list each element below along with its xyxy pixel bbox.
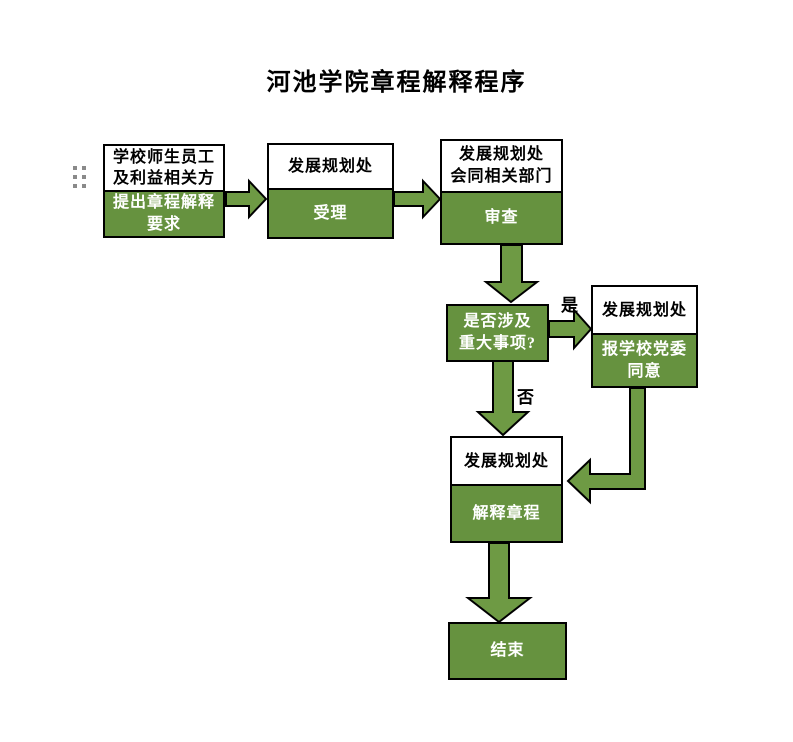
body-line: 要求 <box>146 216 181 233</box>
arrow-party-to-interpret-elbow <box>566 387 646 505</box>
node-party-approval-header: 发展规划处 <box>593 287 696 335</box>
header-line: 发展规划处 <box>287 158 373 175</box>
header-line: 发展规划处 <box>601 301 687 319</box>
body-line: 提出章程解释 <box>112 194 215 211</box>
node-interpret: 发展规划处 解释章程 <box>450 436 563 543</box>
header-line: 及利益相关方 <box>112 170 215 187</box>
body-line: 受理 <box>313 204 348 222</box>
node-end-body: 结束 <box>450 624 565 678</box>
body-line: 同意 <box>627 362 662 380</box>
body-line: 是否涉及 <box>463 313 532 330</box>
node-end: 结束 <box>448 622 567 680</box>
body-line: 重大事项? <box>458 335 536 352</box>
body-line: 结束 <box>490 642 525 659</box>
node-accept-body: 受理 <box>269 190 392 237</box>
node-review-header: 发展规划处 会同相关部门 <box>442 141 561 193</box>
arrow-decision-yes-to-party <box>548 307 593 351</box>
node-party-approval: 发展规划处 报学校党委 同意 <box>591 285 698 388</box>
node-accept: 发展规划处 受理 <box>267 143 394 239</box>
body-line: 审查 <box>484 209 519 226</box>
node-decision-body: 是否涉及 重大事项? <box>448 306 547 360</box>
arrow-accept-to-review <box>393 178 442 220</box>
node-interpret-header: 发展规划处 <box>452 438 561 486</box>
arrow-interpret-to-end <box>465 542 533 624</box>
arrow-review-to-decision <box>483 244 540 304</box>
node-decision: 是否涉及 重大事项? <box>446 304 549 362</box>
body-line: 报学校党委 <box>601 340 687 358</box>
arrow-decision-no-to-interpret <box>475 360 531 437</box>
body-line: 解释章程 <box>472 504 541 522</box>
arrow-stakeholder-to-accept <box>225 178 268 220</box>
header-line: 发展规划处 <box>463 452 549 470</box>
edge-label-no: 否 <box>517 388 534 407</box>
node-review: 发展规划处 会同相关部门 审查 <box>440 139 563 245</box>
node-stakeholder: 学校师生员工 及利益相关方 提出章程解释 要求 <box>103 144 225 238</box>
edge-label-yes: 是 <box>561 296 578 315</box>
header-line: 学校师生员工 <box>112 149 215 166</box>
drag-handle-icon[interactable] <box>73 166 86 188</box>
node-review-body: 审查 <box>442 193 561 243</box>
node-party-approval-body: 报学校党委 同意 <box>593 335 696 386</box>
node-accept-header: 发展规划处 <box>269 145 392 190</box>
header-line: 发展规划处 <box>458 146 544 163</box>
node-stakeholder-body: 提出章程解释 要求 <box>105 192 223 236</box>
header-line: 会同相关部门 <box>450 168 553 185</box>
node-interpret-body: 解释章程 <box>452 486 561 541</box>
node-stakeholder-header: 学校师生员工 及利益相关方 <box>105 146 223 192</box>
page-title: 河池学院章程解释程序 <box>266 70 527 96</box>
